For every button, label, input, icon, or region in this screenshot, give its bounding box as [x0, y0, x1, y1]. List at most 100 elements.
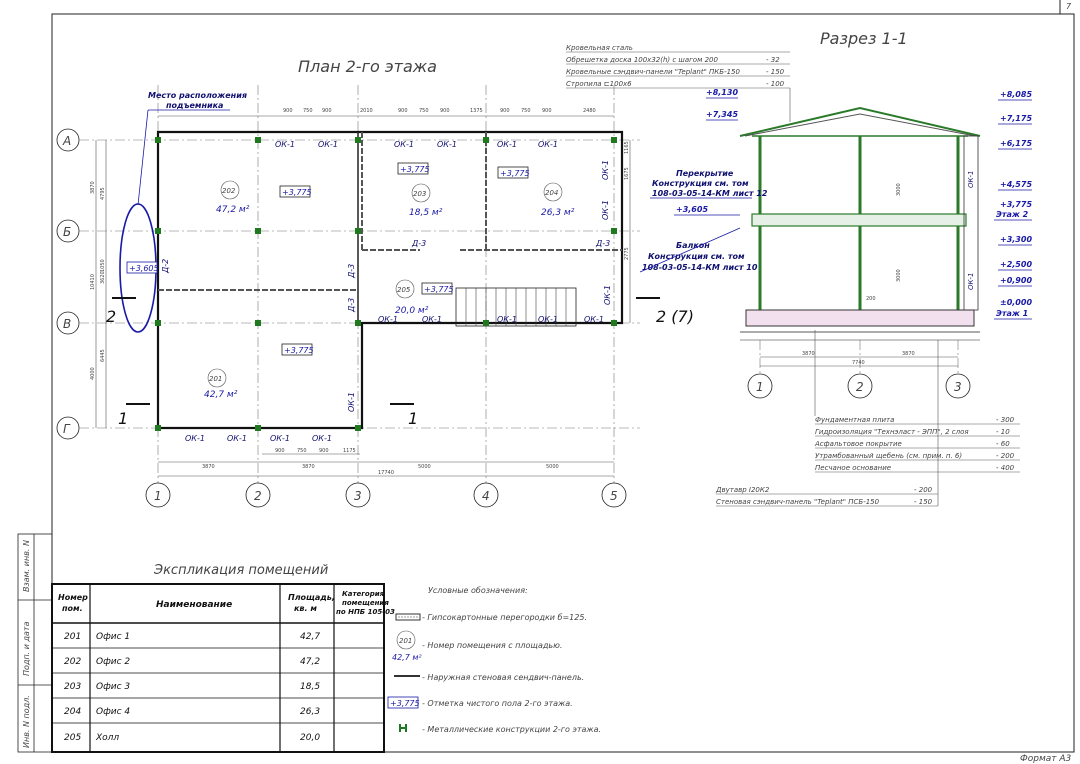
- svg-text:+3,775: +3,775: [282, 188, 312, 197]
- format-label: Формат А3: [1020, 754, 1072, 764]
- svg-text:20,0 м²: 20,0 м²: [395, 306, 429, 316]
- svg-text:+3,775: +3,775: [500, 169, 530, 178]
- svg-text:750: 750: [521, 108, 531, 114]
- plan-dimensions: 900 750 900 2010 900 750 900 1375 900 75…: [90, 108, 631, 477]
- svg-text:42,7 м²: 42,7 м²: [392, 653, 422, 662]
- svg-text:3870: 3870: [302, 464, 315, 470]
- svg-text:3000: 3000: [896, 269, 902, 282]
- room-205: 205 20,0 м² +3,775: [395, 279, 454, 316]
- svg-text:108-03-05-14-КМ лист 10: 108-03-05-14-КМ лист 10: [642, 263, 758, 272]
- svg-text:Офис 2: Офис 2: [96, 657, 130, 667]
- svg-text:Гидроизоляция "Технэласт - ЭПП: Гидроизоляция "Технэласт - ЭПП", 2 слоя: [815, 428, 969, 436]
- svg-text:3870: 3870: [802, 351, 815, 357]
- svg-text:900: 900: [500, 108, 510, 114]
- svg-text:ОК-1: ОК-1: [227, 434, 247, 443]
- svg-text:Фундаментная плита: Фундаментная плита: [815, 416, 894, 424]
- svg-text:3620: 3620: [100, 271, 106, 284]
- axis-row-v: В: [63, 317, 71, 331]
- stamp-inv-replace: Взам. инв. N: [22, 540, 31, 592]
- svg-text:18,5: 18,5: [300, 682, 320, 692]
- svg-text:- 150: - 150: [766, 68, 785, 76]
- plan-walls: [156, 130, 624, 430]
- svg-text:900: 900: [542, 108, 552, 114]
- svg-text:- 10: - 10: [996, 428, 1010, 436]
- foundation-spec: Фундаментная плита - 300 Гидроизоляция "…: [814, 330, 1020, 473]
- header-name: Наименование: [156, 600, 232, 610]
- svg-text:Д-3: Д-3: [347, 264, 356, 279]
- svg-text:42,7 м²: 42,7 м²: [204, 390, 238, 400]
- svg-text:- 32: - 32: [766, 56, 780, 64]
- axis-row-b: Б: [63, 225, 71, 239]
- svg-text:201: 201: [399, 637, 412, 645]
- svg-text:Офис 4: Офис 4: [96, 707, 130, 717]
- svg-text:900: 900: [398, 108, 408, 114]
- svg-text:Номер: Номер: [58, 593, 88, 602]
- svg-text:ОК-1: ОК-1: [538, 140, 558, 149]
- floor-notes: Перекрытие Конструкция см. том 108-03-05…: [639, 169, 768, 273]
- svg-text:+3,605: +3,605: [129, 264, 159, 273]
- svg-text:Двутавр I20К2: Двутавр I20К2: [715, 486, 770, 494]
- svg-text:900: 900: [283, 108, 293, 114]
- svg-text:204: 204: [545, 189, 558, 197]
- svg-text:+3,775: +3,775: [390, 699, 420, 708]
- svg-text:1: 1: [408, 409, 418, 428]
- svg-text:Офис 1: Офис 1: [96, 632, 130, 642]
- svg-text:200: 200: [866, 296, 876, 302]
- svg-text:47,2 м²: 47,2 м²: [216, 205, 250, 215]
- svg-text:203: 203: [64, 682, 81, 692]
- svg-text:2: 2: [856, 380, 864, 394]
- svg-text:3000: 3000: [896, 183, 902, 196]
- svg-text:пом.: пом.: [62, 604, 83, 613]
- svg-text:202: 202: [222, 187, 236, 195]
- svg-text:2: 2: [106, 307, 116, 326]
- svg-text:5000: 5000: [418, 464, 431, 470]
- svg-text:ОК-1: ОК-1: [318, 140, 338, 149]
- svg-text:+8,085: +8,085: [1000, 90, 1032, 99]
- svg-text:Холл: Холл: [95, 733, 119, 743]
- svg-text:1375: 1375: [470, 108, 483, 114]
- axis-row-g: Г: [63, 422, 71, 436]
- svg-text:ОК-1: ОК-1: [497, 315, 517, 324]
- svg-text:750: 750: [297, 448, 307, 454]
- svg-text:1: 1: [756, 380, 764, 394]
- svg-text:ОК-1: ОК-1: [584, 315, 604, 324]
- svg-text:3: 3: [954, 380, 962, 394]
- room-204: 204 26,3 м² +3,775: [497, 166, 575, 218]
- svg-text:ОК-1: ОК-1: [601, 200, 610, 220]
- svg-text:Этаж 2: Этаж 2: [996, 210, 1029, 219]
- svg-text:Перекрытие: Перекрытие: [676, 169, 734, 178]
- svg-text:18,5 м²: 18,5 м²: [409, 208, 443, 218]
- section-building: ОК-1 ОК-1 3000 3000 200: [739, 106, 981, 341]
- svg-text:201: 201: [209, 375, 222, 383]
- svg-text:ОК-1: ОК-1: [378, 315, 398, 324]
- axis-col-5: 5: [610, 489, 618, 503]
- svg-text:204: 204: [64, 707, 81, 717]
- svg-text:Кровельная сталь: Кровельная сталь: [566, 44, 633, 52]
- svg-text:4795: 4795: [100, 187, 106, 200]
- svg-text:+8,130: +8,130: [706, 88, 738, 97]
- svg-text:5000: 5000: [546, 464, 559, 470]
- svg-text:Д-2: Д-2: [161, 259, 170, 274]
- stamp-inv-orig: Инв. N подл.: [22, 695, 31, 748]
- svg-text:ОК-1: ОК-1: [422, 315, 442, 324]
- svg-text:1175: 1175: [343, 448, 356, 454]
- left-stamp: Взам. инв. N Подп. и дата Инв. N подл.: [17, 533, 53, 753]
- svg-text:подъемника: подъемника: [166, 101, 223, 110]
- room-203: 203 18,5 м² +3,775: [397, 162, 443, 218]
- section-marks: 2 2 (7) 1 1: [106, 297, 694, 428]
- svg-text:Песчаное основание: Песчаное основание: [815, 464, 891, 472]
- svg-text:750: 750: [419, 108, 429, 114]
- svg-text:42,7: 42,7: [300, 632, 320, 642]
- svg-text:- 150: - 150: [914, 498, 933, 506]
- svg-text:Стеновая сэндвич-панель "Tepla: Стеновая сэндвич-панель "Teplant" ПСБ-15…: [716, 498, 880, 506]
- svg-text:ОК-1: ОК-1: [312, 434, 332, 443]
- svg-text:Площадь,: Площадь,: [288, 593, 335, 602]
- svg-text:по НПБ 105-03: по НПБ 105-03: [336, 608, 395, 616]
- svg-text:- 300: - 300: [996, 416, 1015, 424]
- svg-text:ОК-1: ОК-1: [275, 140, 295, 149]
- svg-text:2775: 2775: [624, 247, 630, 260]
- plan-title: План 2-го этажа: [298, 57, 437, 76]
- svg-text:205: 205: [64, 733, 81, 743]
- svg-text:4000: 4000: [90, 367, 96, 380]
